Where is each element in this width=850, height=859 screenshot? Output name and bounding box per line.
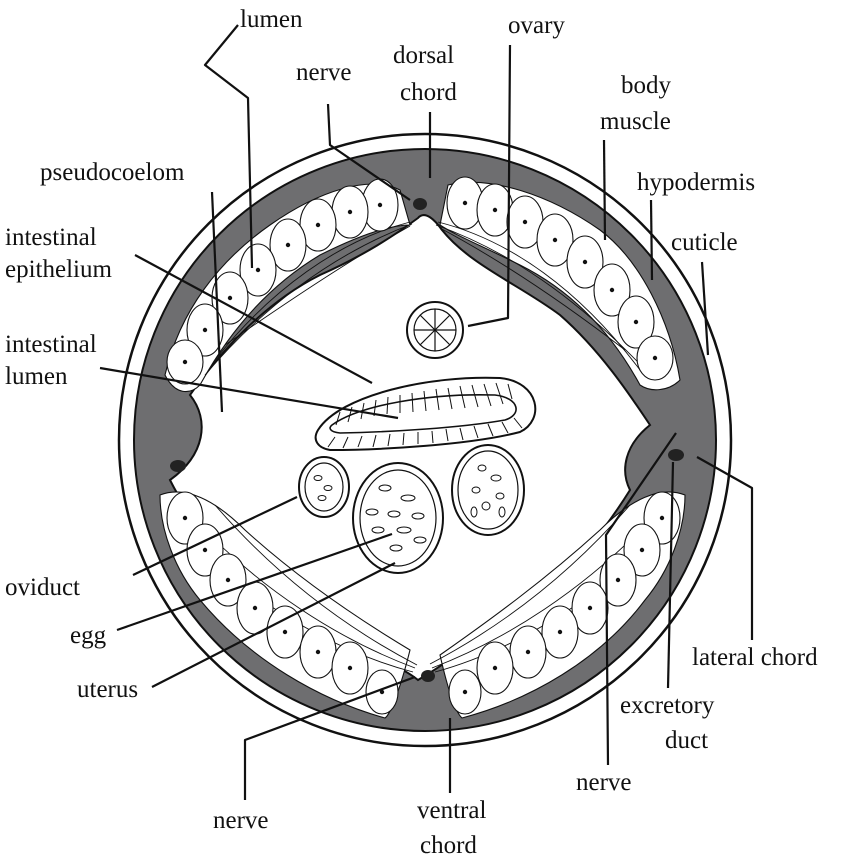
label-oviduct: oviduct (5, 574, 80, 601)
leader-pseudocoelom (210, 191, 224, 413)
uterus-branch-right (451, 444, 525, 536)
leader-cuticle (700, 261, 710, 356)
label-intestinal-epithelium-2: epithelium (5, 256, 112, 283)
label-lateral-chord: lateral chord (692, 644, 818, 671)
label-dorsal-chord-1: dorsal (393, 42, 454, 69)
left-lateral-nerve (170, 460, 186, 472)
leader-egg (116, 532, 393, 632)
label-ventral-chord-1: ventral (417, 797, 486, 824)
label-excretory-duct-2: duct (665, 727, 708, 754)
ventral-nerve (421, 670, 435, 682)
leader-body-muscle (602, 139, 607, 241)
muscle-quadrant-dorsal-right (435, 176, 681, 391)
leader-hypodermis (649, 199, 654, 281)
label-lumen: lumen (240, 6, 303, 33)
label-nerve-right: nerve (576, 769, 632, 796)
uterus-section (352, 462, 444, 574)
label-cuticle: cuticle (671, 229, 738, 256)
ovary-section (406, 301, 464, 359)
leader-ovary (467, 44, 512, 328)
leader-uterus (151, 562, 396, 688)
leader-excretory-duct (666, 461, 675, 689)
leader-lateral-chord (696, 456, 754, 640)
label-body-muscle-1: body (621, 72, 672, 99)
label-hypodermis: hypodermis (637, 169, 755, 196)
leader-nerve-right (604, 432, 677, 766)
leader-intestinal-epithelium (134, 254, 373, 384)
label-excretory-duct-1: excretory (620, 692, 715, 719)
leader-nerve-bottom (243, 675, 416, 800)
intestine (314, 376, 537, 452)
oviduct-section (298, 456, 350, 518)
label-dorsal-chord-2: chord (400, 79, 457, 106)
muscle-quadrant-ventral-right (429, 491, 686, 719)
label-intestinal-lumen-1: intestinal (5, 331, 97, 358)
egg-cluster (365, 484, 427, 552)
label-body-muscle-2: muscle (600, 108, 671, 135)
label-ventral-chord-2: chord (420, 832, 477, 859)
label-pseudocoelom: pseudocoelom (40, 159, 185, 186)
label-intestinal-lumen-2: lumen (5, 363, 68, 390)
leader-lines (99, 24, 754, 800)
leader-oviduct (132, 496, 298, 576)
label-nerve-dorsal: nerve (296, 59, 352, 86)
leader-lumen (203, 24, 254, 269)
leader-intestinal-lumen (99, 366, 399, 420)
label-uterus: uterus (77, 676, 138, 703)
label-egg: egg (70, 622, 107, 649)
muscle-quadrant-dorsal-left (164, 178, 413, 393)
excretory-duct (668, 449, 684, 461)
label-ovary: ovary (508, 12, 565, 39)
label-intestinal-epithelium-1: intestinal (5, 224, 97, 251)
leader-nerve-top (326, 103, 411, 201)
dorsal-nerve (413, 198, 427, 210)
labels: lumen nerve dorsal chord ovary body musc… (5, 6, 818, 859)
label-nerve-bottom: nerve (213, 807, 269, 834)
